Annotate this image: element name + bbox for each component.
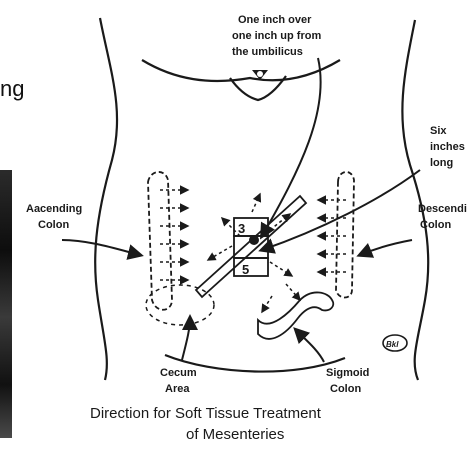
cecum-label-2: Area <box>165 383 190 395</box>
cecum-callout <box>182 318 190 360</box>
descending-callout <box>360 240 412 255</box>
umbilicus-note-line-1: One inch over <box>238 14 312 26</box>
cecum-area-outline <box>146 285 214 325</box>
umbilicus-point <box>249 235 259 245</box>
torso-left-side <box>95 18 117 380</box>
umbilicus-note-line-2: one inch up from <box>232 30 321 42</box>
ascending-colon-label-1: Aacending <box>26 203 82 215</box>
caption-line-1: Direction for Soft Tissue Treatment <box>90 405 322 422</box>
svg-text:Bkl: Bkl <box>386 340 399 349</box>
umbilicus-callout <box>262 58 321 236</box>
descending-colon-label-1: Descendi <box>418 203 467 215</box>
center-radiating-arrows <box>208 194 300 312</box>
sigmoid-label-2: Colon <box>330 383 361 395</box>
caption-line-2: of Mesenteries <box>186 426 284 443</box>
length-note-line-3: long <box>430 157 453 169</box>
ascending-colon-arrows <box>160 190 188 280</box>
box-number-3: 3 <box>238 221 245 236</box>
umbilicus-note-line-3: the umbilicus <box>232 46 303 58</box>
sigmoid-colon-shape <box>258 292 333 338</box>
ribcage-arch <box>142 60 340 81</box>
ascending-callout <box>62 240 140 255</box>
treatment-line <box>196 196 306 297</box>
descending-colon-shape <box>336 172 354 298</box>
length-note-line-1: Six <box>430 125 447 137</box>
ascending-colon-shape <box>148 172 172 310</box>
box-number-5: 5 <box>242 262 249 277</box>
cecum-label-1: Cecum <box>160 367 197 379</box>
torso-right-side <box>402 20 428 380</box>
sigmoid-callout <box>296 330 324 362</box>
length-note-line-2: inches <box>430 141 465 153</box>
sigmoid-label-1: Sigmoid <box>326 367 369 379</box>
author-stamp: Bkl <box>383 335 407 351</box>
descending-colon-arrows <box>318 200 346 272</box>
descending-colon-label-2: Colon <box>420 219 451 231</box>
ascending-colon-label-2: Colon <box>38 219 69 231</box>
